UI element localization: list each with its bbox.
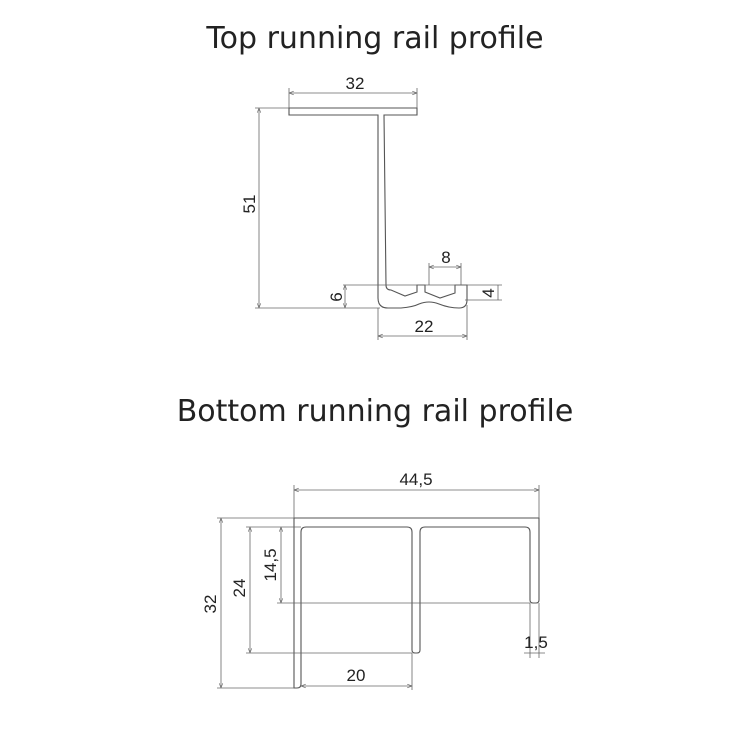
top-rail-profile	[288, 107, 468, 309]
dim-8: 8	[441, 248, 450, 267]
bottom-profile-title: Bottom running rail profile	[177, 394, 574, 429]
dim-51: 51	[240, 195, 259, 214]
dim-20: 20	[347, 666, 366, 685]
dim-4: 4	[479, 288, 498, 297]
dim-32-bottom: 32	[201, 595, 220, 614]
dim-32: 32	[346, 74, 365, 93]
dim-22: 22	[415, 317, 434, 336]
top-dimension-lines	[255, 88, 502, 340]
bottom-dimension-lines	[217, 485, 545, 690]
dim-44-5: 44,5	[399, 470, 432, 489]
dim-14-5: 14,5	[261, 548, 280, 581]
dim-6: 6	[327, 292, 346, 301]
top-profile-title: Top running rail profile	[205, 21, 543, 56]
dim-1-5: 1,5	[524, 633, 548, 652]
dim-24: 24	[230, 579, 249, 598]
